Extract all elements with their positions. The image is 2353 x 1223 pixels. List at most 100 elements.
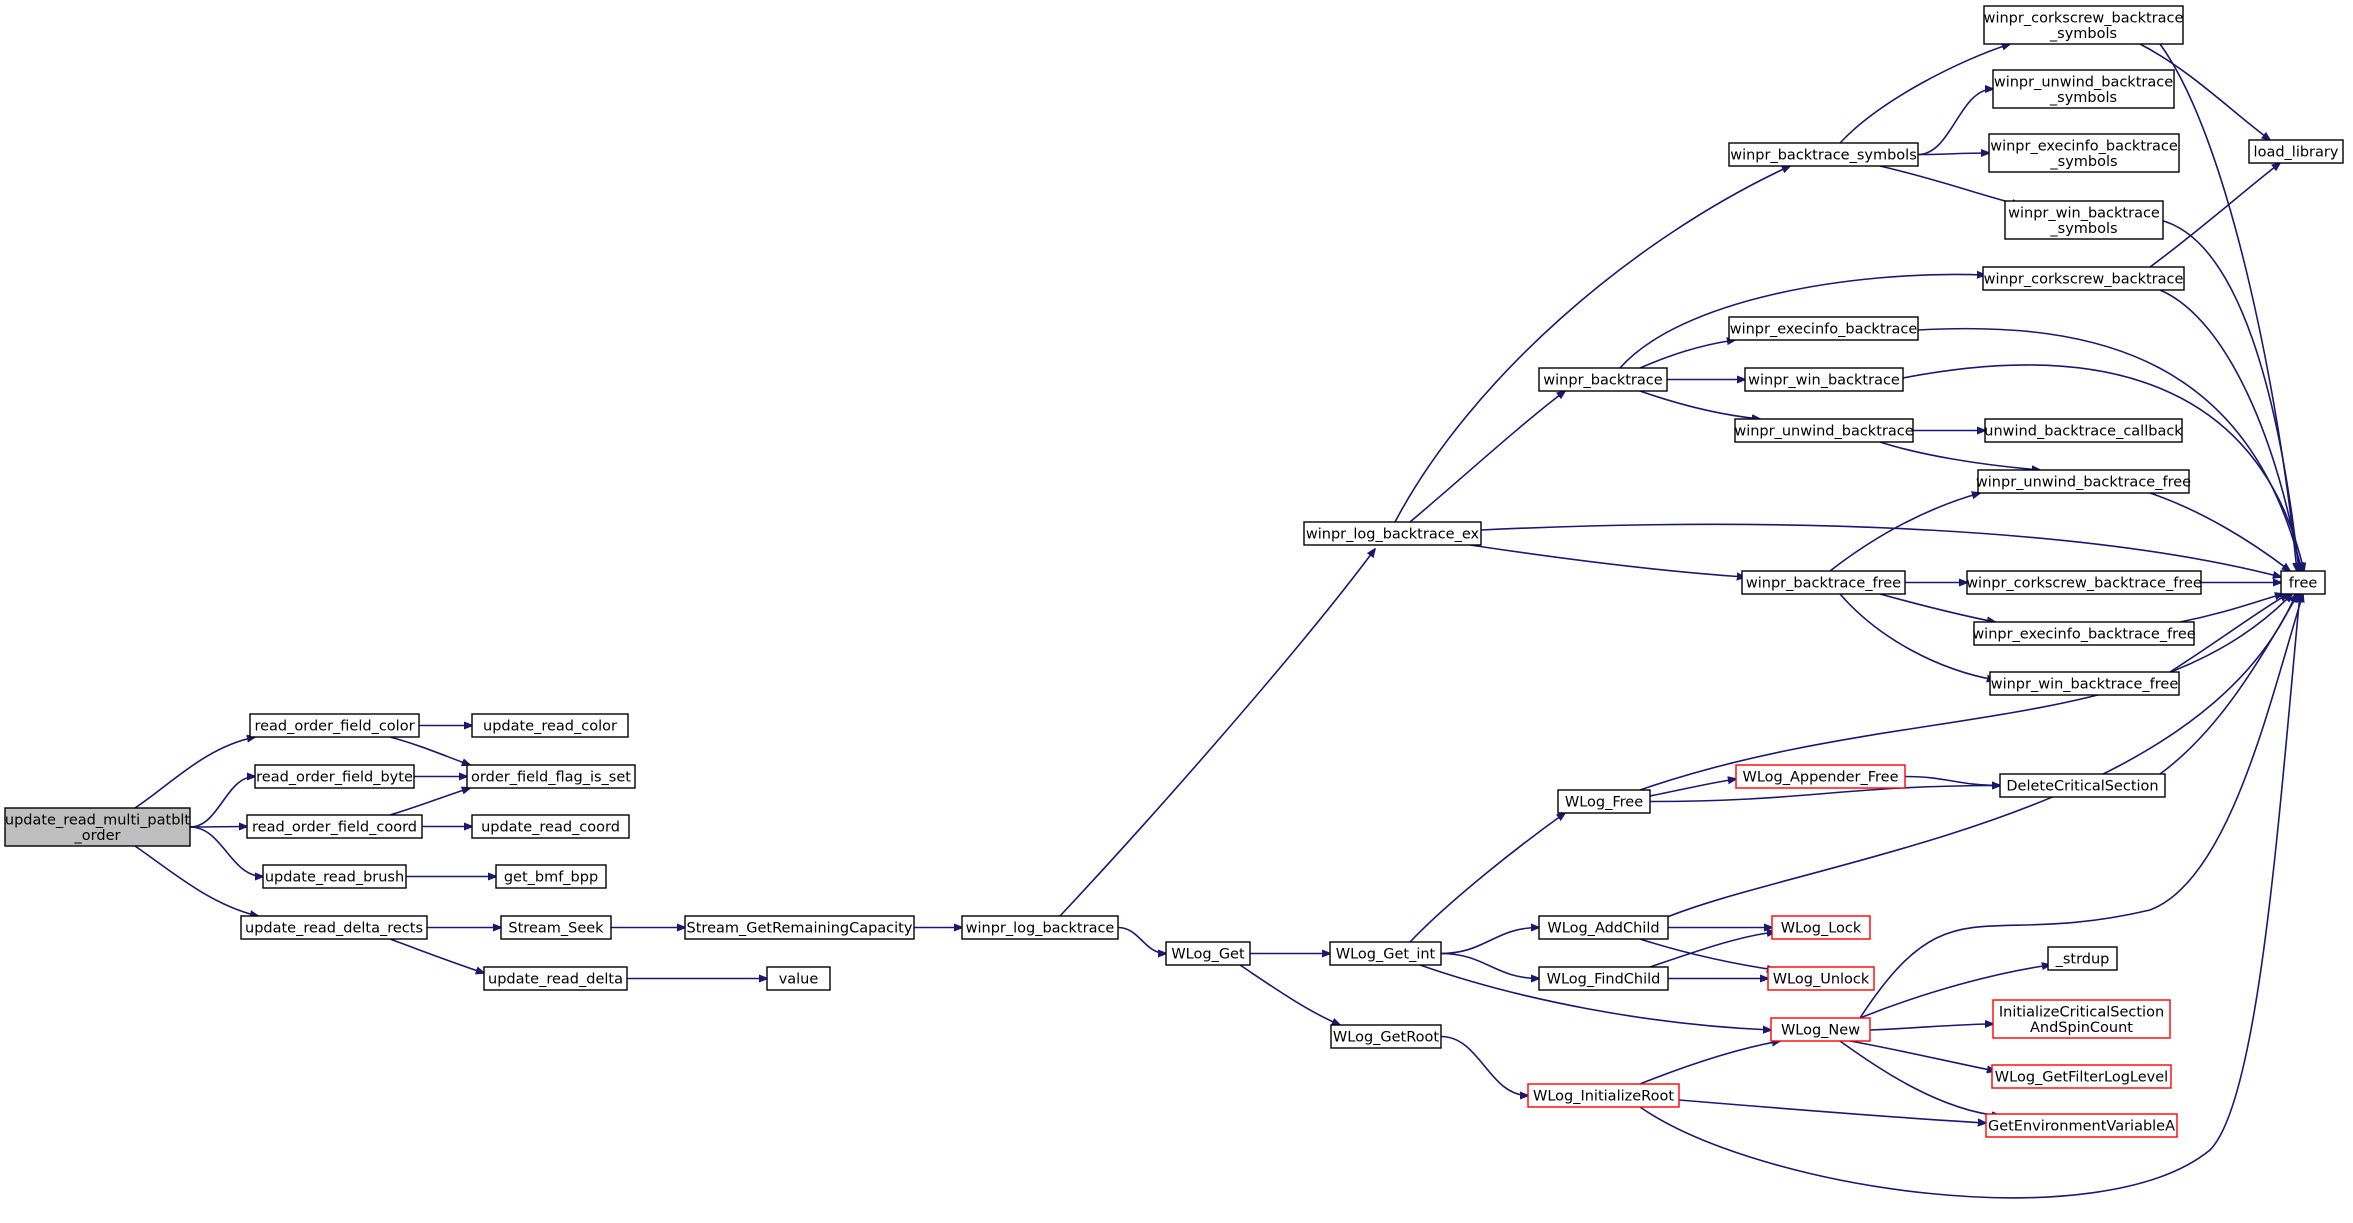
node-label: winpr_execinfo_backtrace: [1990, 138, 2178, 154]
edge-WLog_Get_int-to-WLog_Free: [1409, 813, 1565, 943]
node-label: winpr_unwind_backtrace: [1994, 74, 2173, 90]
node-box: [471, 713, 629, 738]
node-label: winpr_backtrace_symbols: [1730, 148, 1917, 164]
node--strdup[interactable]: _strdup: [2047, 946, 2118, 971]
node-box: [471, 814, 630, 839]
node-winpr-log-backtrace[interactable]: winpr_log_backtrace: [961, 915, 1119, 940]
node-get-bmf-bpp[interactable]: get_bmf_bpp: [495, 864, 607, 889]
edge-WLog_New-to-_strdup: [1859, 965, 2050, 1019]
node-winpr-execinfo-backtrace-symbols[interactable]: winpr_execinfo_backtrace_symbols: [1988, 133, 2180, 173]
edge-winpr_backtrace_free-to-winpr_unwind_backtrace_free: [1829, 493, 1980, 572]
edge-WLog_Get-to-WLog_GetRoot: [1239, 964, 1340, 1025]
node-winpr-unwind-backtrace-free[interactable]: winpr_unwind_backtrace_free: [1976, 469, 2191, 494]
node-deletecriticalsection[interactable]: DeleteCriticalSection: [1999, 773, 2166, 798]
node-box: [1538, 367, 1668, 392]
node-box: [4, 807, 191, 847]
node-wlog-initializeroot[interactable]: WLog_InitializeRoot: [1527, 1083, 1680, 1108]
node-label: update_read_brush: [265, 870, 404, 886]
node-label: _order: [74, 828, 121, 844]
node-label: read_order_field_color: [254, 719, 414, 735]
edge-WLog_FindChild-to-WLog_Lock: [1649, 932, 1775, 968]
node-winpr-log-backtrace-ex[interactable]: winpr_log_backtrace_ex: [1303, 521, 1482, 546]
node-wlog-new[interactable]: WLog_New: [1770, 1017, 1871, 1042]
nodes-layer: update_read_multi_patblt_order read_order…: [4, 5, 2344, 1138]
node-label: load_library: [2254, 145, 2339, 161]
edge-winpr_backtrace_symbols-to-winpr_unwind_backtrace_symbols: [1917, 89, 1993, 156]
node-label: DeleteCriticalSection: [2006, 779, 2158, 795]
node-update-read-color[interactable]: update_read_color: [471, 713, 629, 738]
node-wlog-getroot[interactable]: WLog_GetRoot: [1330, 1024, 1442, 1049]
node-winpr-backtrace-symbols[interactable]: winpr_backtrace_symbols: [1728, 142, 1919, 167]
node-winpr-unwind-backtrace[interactable]: winpr_unwind_backtrace: [1734, 418, 1914, 443]
node-box: [1991, 1064, 2172, 1089]
node-read-order-field-color[interactable]: read_order_field_color: [249, 713, 420, 738]
node-winpr-win-backtrace-free[interactable]: winpr_win_backtrace_free: [1989, 671, 2180, 696]
node-stream-getremainingcapacity[interactable]: Stream_GetRemainingCapacity: [684, 915, 915, 940]
node-read-order-field-byte[interactable]: read_order_field_byte: [254, 764, 415, 789]
node-label: value: [779, 972, 819, 988]
node-wlog-appender-free[interactable]: WLog_Appender_Free: [1735, 764, 1906, 789]
edge-winpr_log_backtrace_ex-to-winpr_backtrace_free: [1469, 544, 1745, 577]
node-wlog-unlock[interactable]: WLog_Unlock: [1767, 966, 1875, 991]
node-winpr-backtrace[interactable]: winpr_backtrace: [1538, 367, 1668, 392]
edge-WLog_New-to-WLog_GetFilterLogLevel: [1849, 1040, 1995, 1071]
edge-WLog_New-to-free: [1859, 594, 2303, 1019]
node-stream-seek[interactable]: Stream_Seek: [500, 915, 612, 940]
node-update-read-delta[interactable]: update_read_delta: [483, 966, 628, 991]
node-wlog-lock[interactable]: WLog_Lock: [1771, 915, 1871, 940]
edge-winpr_execinfo_backtrace_free-to-free: [2179, 594, 2283, 623]
edge-DeleteCriticalSection-to-free: [2159, 594, 2298, 775]
node-wlog-get[interactable]: WLog_Get: [1165, 941, 1251, 966]
node-winpr-backtrace-free[interactable]: winpr_backtrace_free: [1741, 570, 1906, 595]
node-order-field-flag-is-set[interactable]: order_field_flag_is_set: [466, 764, 636, 789]
node-wlog-free[interactable]: WLog_Free: [1557, 789, 1651, 814]
node-unwind-backtrace-callback[interactable]: unwind_backtrace_callback: [1984, 418, 2183, 443]
edge-WLog_Get_int-to-WLog_FindChild: [1440, 952, 1539, 979]
node-label: winpr_unwind_backtrace_free: [1976, 475, 2191, 491]
node-load-library[interactable]: load_library: [2248, 139, 2344, 164]
node-box: [1999, 773, 2166, 798]
node-winpr-corkscrew-backtrace-free[interactable]: winpr_corkscrew_backtrace_free: [1966, 570, 2202, 595]
node-box: [1728, 142, 1919, 167]
edge-winpr_corkscrew_backtrace-to-free: [2159, 289, 2300, 571]
node-label: Stream_GetRemainingCapacity: [687, 921, 913, 937]
node-winpr-execinfo-backtrace[interactable]: winpr_execinfo_backtrace: [1728, 316, 1919, 341]
node-winpr-corkscrew-backtrace[interactable]: winpr_corkscrew_backtrace: [1982, 266, 2185, 291]
node-update-read-brush[interactable]: update_read_brush: [262, 864, 407, 889]
node-box: [500, 915, 612, 940]
edge-winpr_corkscrew_backtrace-to-load_library: [2149, 163, 2280, 268]
node-winpr-corkscrew-backtrace-symbols[interactable]: winpr_corkscrew_backtrace_symbols: [1983, 5, 2184, 45]
node-wlog-addchild[interactable]: WLog_AddChild: [1538, 915, 1669, 940]
edge-update_read_multi_patblt_order-to-read_order_field_byte: [189, 777, 255, 828]
edge-WLog_GetRoot-to-WLog_InitializeRoot: [1440, 1035, 1528, 1096]
node-wlog-getfilterloglevel[interactable]: WLog_GetFilterLogLevel: [1991, 1064, 2172, 1089]
node-label: _symbols: [2049, 26, 2117, 42]
node-read-order-field-coord[interactable]: read_order_field_coord: [246, 814, 423, 839]
node-winpr-execinfo-backtrace-free[interactable]: winpr_execinfo_backtrace_free: [1972, 621, 2196, 646]
node-label: WLog_Unlock: [1773, 972, 1870, 988]
node-update-read-delta-rects[interactable]: update_read_delta_rects: [240, 915, 428, 940]
node-value[interactable]: value: [766, 966, 831, 991]
node-wlog-findchild[interactable]: WLog_FindChild: [1538, 966, 1669, 991]
node-box: [1741, 570, 1906, 595]
edge-winpr_corkscrew_backtrace_symbols-to-load_library: [2139, 43, 2270, 140]
node-box: [1983, 5, 2184, 45]
node-wlog-get-int[interactable]: WLog_Get_int: [1329, 941, 1442, 966]
node-label: _strdup: [2055, 952, 2110, 968]
node-winpr-win-backtrace-symbols[interactable]: winpr_win_backtrace_symbols: [2004, 200, 2164, 240]
node-box: [246, 814, 423, 839]
node-update-read-coord[interactable]: update_read_coord: [471, 814, 630, 839]
node-update-read-multi-patblt-order[interactable]: update_read_multi_patblt_order: [4, 807, 191, 847]
node-box: [483, 966, 628, 991]
node-winpr-win-backtrace[interactable]: winpr_win_backtrace: [1744, 367, 1904, 392]
node-free[interactable]: free: [2280, 570, 2326, 595]
node-winpr-unwind-backtrace-symbols[interactable]: winpr_unwind_backtrace_symbols: [1992, 69, 2175, 109]
node-box: [1744, 367, 1904, 392]
edge-WLog_Get_int-to-WLog_New: [1419, 964, 1771, 1030]
node-box: [2004, 200, 2164, 240]
node-box: [2047, 946, 2118, 971]
node-getenvironmentvariablea[interactable]: GetEnvironmentVariableA: [1985, 1113, 2178, 1138]
edge-read_order_field_color-to-order_field_flag_is_set: [389, 736, 470, 765]
node-label: winpr_log_backtrace_ex: [1306, 527, 1480, 543]
